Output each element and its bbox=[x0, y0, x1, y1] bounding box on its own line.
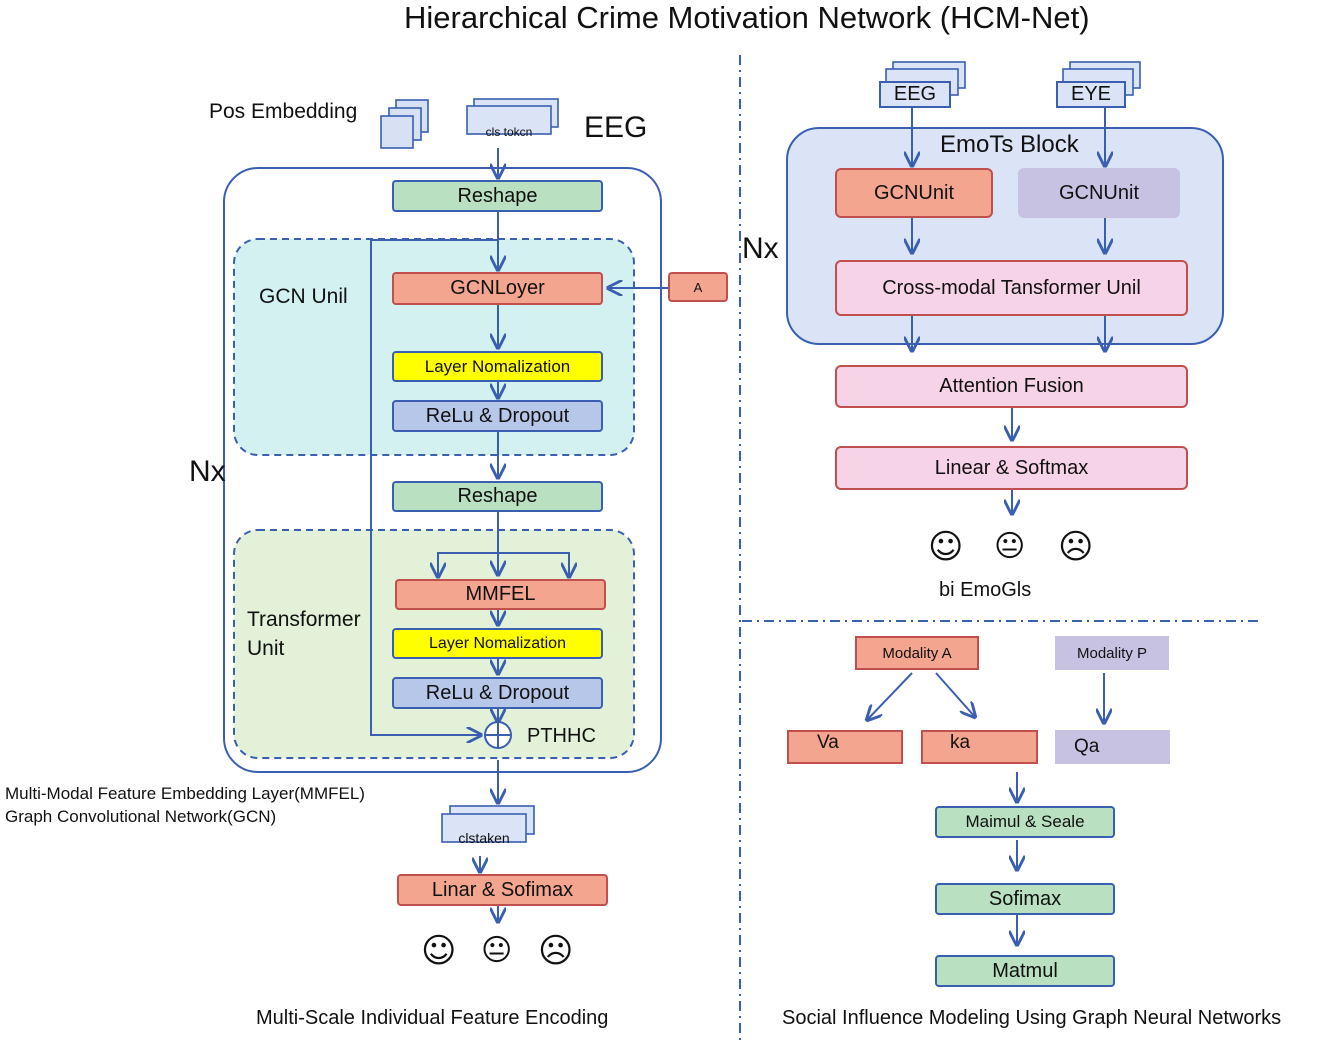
diagram-title: Hierarchical Crime Motivation Network (H… bbox=[404, 0, 1090, 35]
eeg-label: EEG bbox=[584, 111, 648, 144]
cls-token-label: cls tokcn bbox=[485, 125, 533, 139]
neutral-face-icon: 😐 bbox=[481, 933, 513, 968]
relu-dropout-box-2: ReLu & Dropout bbox=[392, 677, 603, 709]
qa-box: Qa bbox=[1055, 730, 1170, 764]
clstaken-label: clstaken bbox=[458, 830, 510, 846]
reshape-top: Reshape bbox=[392, 180, 603, 212]
layer-norm-box-1: Layer Nomalization bbox=[392, 351, 603, 382]
relu-dropout-box-1: ReLu & Dropout bbox=[392, 400, 603, 432]
cross-modal-transformer-box: Cross-modal Tansformer Unil bbox=[835, 260, 1188, 316]
attention-fusion-box: Attention Fusion bbox=[835, 365, 1188, 408]
mmfel-box: MMFEL bbox=[395, 579, 606, 610]
legend-gcn: Graph Convolutional Network(GCN) bbox=[5, 807, 277, 826]
sad-face-icon-right: ☹ bbox=[1058, 527, 1094, 567]
nx-right-label: Nx bbox=[742, 232, 779, 265]
modality-a-box: Modality A bbox=[855, 636, 979, 670]
transformer-unit-label-1: Transformer bbox=[247, 608, 361, 631]
neutral-face-icon-right: 😐 bbox=[994, 529, 1026, 564]
reshape-mid: Reshape bbox=[392, 481, 603, 512]
gcn-unit-box-2: GCNUnit bbox=[1018, 168, 1180, 218]
sad-face-icon: ☹ bbox=[538, 931, 574, 971]
pthhc-label: PTHHC bbox=[527, 725, 596, 747]
right-caption: Social Influence Modeling Using Graph Ne… bbox=[782, 1007, 1282, 1029]
left-caption: Multi-Scale Individual Feature Encoding bbox=[256, 1007, 609, 1029]
ka-box: ka bbox=[921, 730, 1038, 764]
cls-token-stack bbox=[466, 98, 559, 135]
pos-embedding-label: Pos Embedding bbox=[209, 100, 358, 123]
va-label: Va bbox=[817, 732, 839, 753]
happy-face-icon-right: ☺ bbox=[928, 527, 964, 567]
adjacency-box: A bbox=[668, 272, 728, 302]
qa-label: Qa bbox=[1074, 736, 1100, 757]
gcn-unit-box-1: GCNUnit bbox=[835, 168, 993, 218]
clstaken-stack bbox=[441, 805, 535, 843]
ka-label: ka bbox=[950, 732, 971, 753]
pos-embedding-icon bbox=[380, 99, 429, 149]
nx-left-label: Nx bbox=[189, 455, 226, 488]
gcn-unit-label: GCN Unil bbox=[259, 285, 348, 308]
va-box: Va bbox=[787, 730, 903, 764]
linear-softmax-left: Linar & Sofimax bbox=[397, 874, 608, 906]
gcn-layer-box: GCNLoyer bbox=[392, 272, 603, 305]
legend-mmfel: Multi-Modal Feature Embedding Layer(MMFE… bbox=[5, 784, 365, 803]
transformer-unit-label-2: Unit bbox=[247, 637, 285, 660]
add-node-icon bbox=[484, 721, 512, 749]
softmax-box: Sofimax bbox=[935, 883, 1115, 915]
matmul-box: Matmul bbox=[935, 955, 1115, 987]
modality-p-box: Modality P bbox=[1055, 636, 1169, 670]
eeg-input-box: EEG bbox=[879, 81, 951, 108]
emoglis-label: bi EmoGls bbox=[939, 579, 1032, 601]
linear-softmax-right: Linear & Softmax bbox=[835, 446, 1188, 490]
layer-norm-box-2: Layer Nomalization bbox=[392, 628, 603, 659]
emots-block-title: EmoTs Block bbox=[940, 131, 1079, 158]
matmul-scale-box: Maimul & Seale bbox=[935, 806, 1115, 838]
happy-face-icon: ☺ bbox=[421, 931, 457, 971]
eye-input-box: EYE bbox=[1056, 81, 1126, 108]
